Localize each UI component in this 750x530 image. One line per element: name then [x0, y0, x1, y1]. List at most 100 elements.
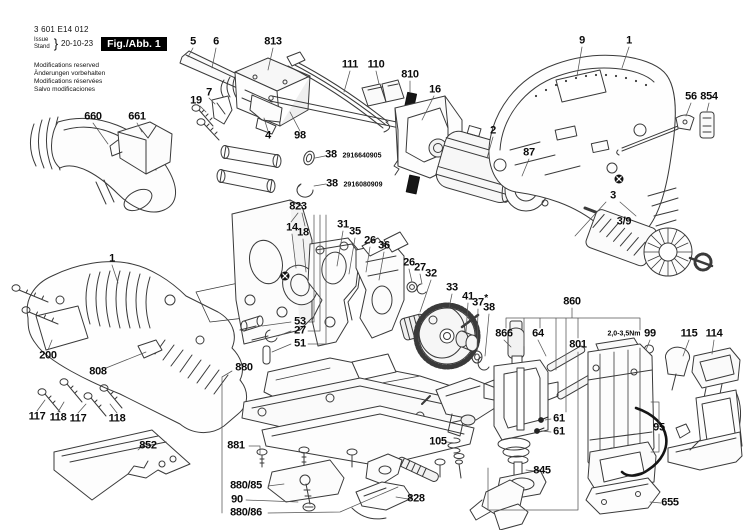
note-es: Salvo modificaciones: [34, 86, 96, 93]
part-label-61: 61: [553, 412, 565, 425]
part-label-star: *: [484, 293, 488, 304]
foot-assembly-880: [241, 353, 475, 512]
guard-828: [351, 453, 413, 520]
note-fr: Modifications réservées: [34, 78, 103, 85]
part-label-2916640905: 2916640905: [342, 152, 382, 160]
part-114: [691, 347, 741, 389]
type-number: 3 601 E14 012: [34, 25, 89, 34]
counterweight-31-35: [307, 237, 363, 347]
lever-56: [616, 114, 695, 156]
part-label-6: 6: [213, 35, 219, 48]
part-label-19: 19: [190, 94, 202, 107]
part-label-828: 828: [407, 492, 425, 505]
part-label-661: 661: [128, 110, 146, 123]
part-label-18: 18: [297, 226, 309, 239]
part-label-823: 823: [289, 200, 307, 213]
part-label-16: 16: [429, 83, 441, 96]
part-label-9: 9: [579, 34, 585, 47]
base-cover-852: [53, 429, 191, 501]
part-label-813: 813: [264, 35, 282, 48]
part-label-105: 105: [429, 435, 447, 448]
armature-3-9: [583, 206, 714, 277]
vent-dots: [534, 73, 648, 98]
part-label-880-85: 880/85: [230, 479, 262, 492]
bracket-4: [249, 94, 283, 135]
part-label-27: 27: [294, 324, 306, 337]
part-label-38: 38: [326, 177, 338, 190]
part-label-38: 38: [483, 301, 495, 314]
button-854: [699, 111, 715, 139]
part-label-36: 36: [378, 239, 390, 252]
part-label-32: 32: [425, 267, 437, 280]
figure-badge: Fig./Abb. 1: [101, 36, 167, 51]
part-label-845: 845: [533, 464, 551, 477]
spring-strips-111: [286, 51, 390, 133]
spring-105: [447, 437, 465, 479]
part-label-98: 98: [294, 129, 306, 142]
unit-801: [585, 337, 668, 515]
part-label-114: 114: [705, 327, 723, 340]
drawing-header: 3 601 E14 012 Issue Stand } 20-10-23 Fig…: [34, 25, 204, 94]
base-plate-655: [585, 477, 661, 515]
part-label-1: 1: [109, 252, 115, 265]
note-en: Modifications reserved: [34, 62, 100, 69]
note-de: Änderungen vorbehalten: [34, 70, 106, 77]
part-label-7: 7: [206, 86, 212, 99]
housing-left-1: [26, 261, 287, 433]
leader-lines: [36, 46, 715, 514]
sticker-200: [35, 305, 89, 351]
label-plate-9: [555, 69, 607, 103]
o-ring-38-and-clip-38: [296, 150, 315, 198]
part-label-5: 5: [190, 35, 196, 48]
part-label-87: 87: [523, 146, 535, 159]
lift-plate-26-36: [355, 231, 409, 339]
part-label-866: 866: [495, 327, 513, 340]
switch-parts-115-114: [665, 346, 743, 471]
part-label-4: 4: [265, 129, 271, 142]
part-label-852: 852: [139, 439, 157, 452]
part-label-26: 26: [403, 256, 415, 269]
part-label-111: 111: [341, 58, 359, 71]
part-label-110: 110: [367, 58, 385, 71]
part-label-808: 808: [89, 365, 107, 378]
gear-33: [413, 302, 481, 370]
screws-19: [191, 104, 220, 141]
modification-notes: Modifications reserved Änderungen vorbeh…: [34, 62, 204, 94]
part-label-14: 14: [286, 221, 298, 234]
part-label-38: 38: [325, 148, 337, 161]
screw-90: [303, 483, 312, 505]
part-label-27: 27: [414, 261, 426, 274]
part-label-95: 95: [653, 421, 665, 434]
part-label-1: 1: [626, 34, 632, 47]
part-label-115: 115: [680, 327, 698, 340]
part-label-2916080909: 2916080909: [343, 181, 383, 189]
part-label-118: 118: [49, 411, 67, 424]
bearing-41: [455, 330, 479, 352]
part-label-655: 655: [661, 496, 679, 509]
part-label-31: 31: [337, 218, 349, 231]
part-label-880-86: 880/86: [230, 506, 262, 519]
part-label-41: 41: [462, 290, 474, 303]
part-label-2-0-3-5Nm: 2,0-3,5Nm: [607, 330, 641, 338]
issue-date: 20-10-23: [61, 39, 94, 48]
part-label-33: 33: [446, 281, 458, 294]
carbon-brushes-810: [403, 91, 421, 195]
pin-53: [256, 315, 264, 327]
part-label-56: 56: [685, 90, 697, 103]
part-label-37: 37: [472, 296, 484, 309]
end-plates-110: [361, 79, 405, 107]
part-label-810: 810: [401, 68, 419, 81]
part-label-64: 64: [532, 327, 544, 340]
part-label-801: 801: [569, 338, 587, 351]
part-label-854: 854: [700, 90, 718, 103]
part-label-3: 3: [610, 189, 616, 202]
plunger-unit: [469, 320, 594, 530]
blade-clamp-845: [469, 479, 529, 530]
brace-glyph: }: [53, 36, 59, 51]
part-label-880: 880: [235, 361, 253, 374]
issue-stand-label: Issue Stand: [34, 37, 50, 50]
circled-x-marks: [280, 174, 624, 281]
part-label-90: 90: [231, 493, 243, 506]
clip-27: [264, 329, 278, 343]
screw-881: [259, 454, 265, 468]
